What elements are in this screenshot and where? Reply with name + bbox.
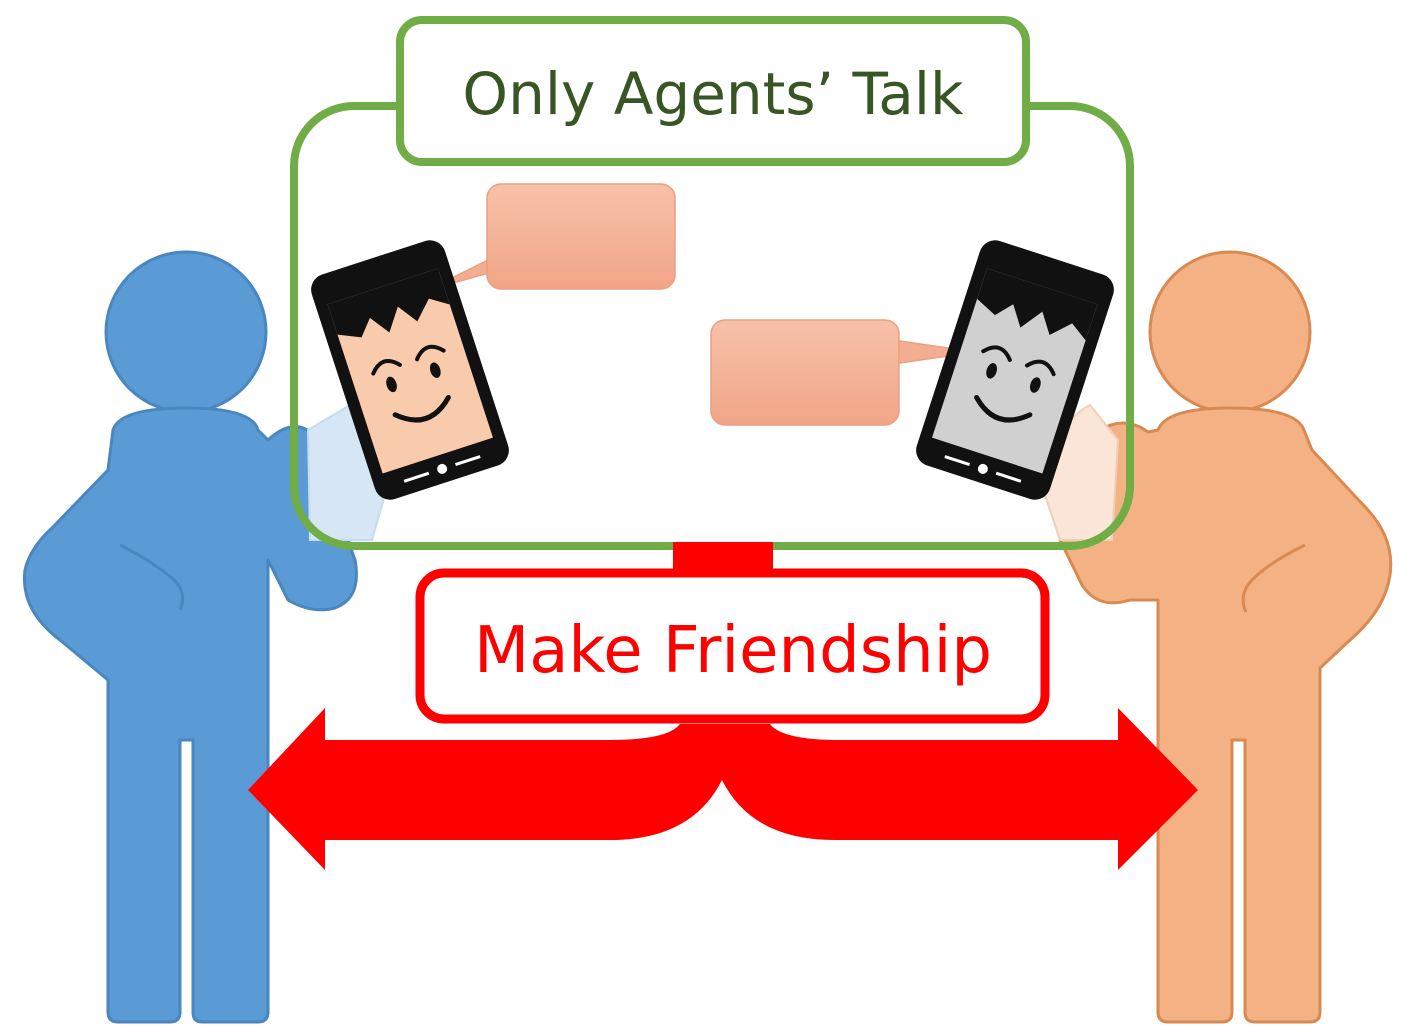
speech-bubble-right — [710, 319, 976, 426]
agents-box-title-frame — [396, 16, 1030, 166]
speech-bubble-left — [427, 183, 676, 291]
person-right-icon — [1058, 250, 1393, 1024]
phone-right-icon — [916, 240, 1114, 500]
person-left-icon — [22, 250, 358, 1024]
person-left-arm-detail — [119, 543, 185, 611]
friendship-double-arrow — [248, 708, 1198, 870]
friendship-label-frame — [415, 568, 1050, 724]
phone-left-icon — [311, 240, 509, 500]
agents-box-title: Only Agents’ Talk — [462, 60, 964, 128]
friendship-label: Make Friendship — [474, 614, 992, 688]
person-right-arm-detail — [1241, 543, 1306, 613]
